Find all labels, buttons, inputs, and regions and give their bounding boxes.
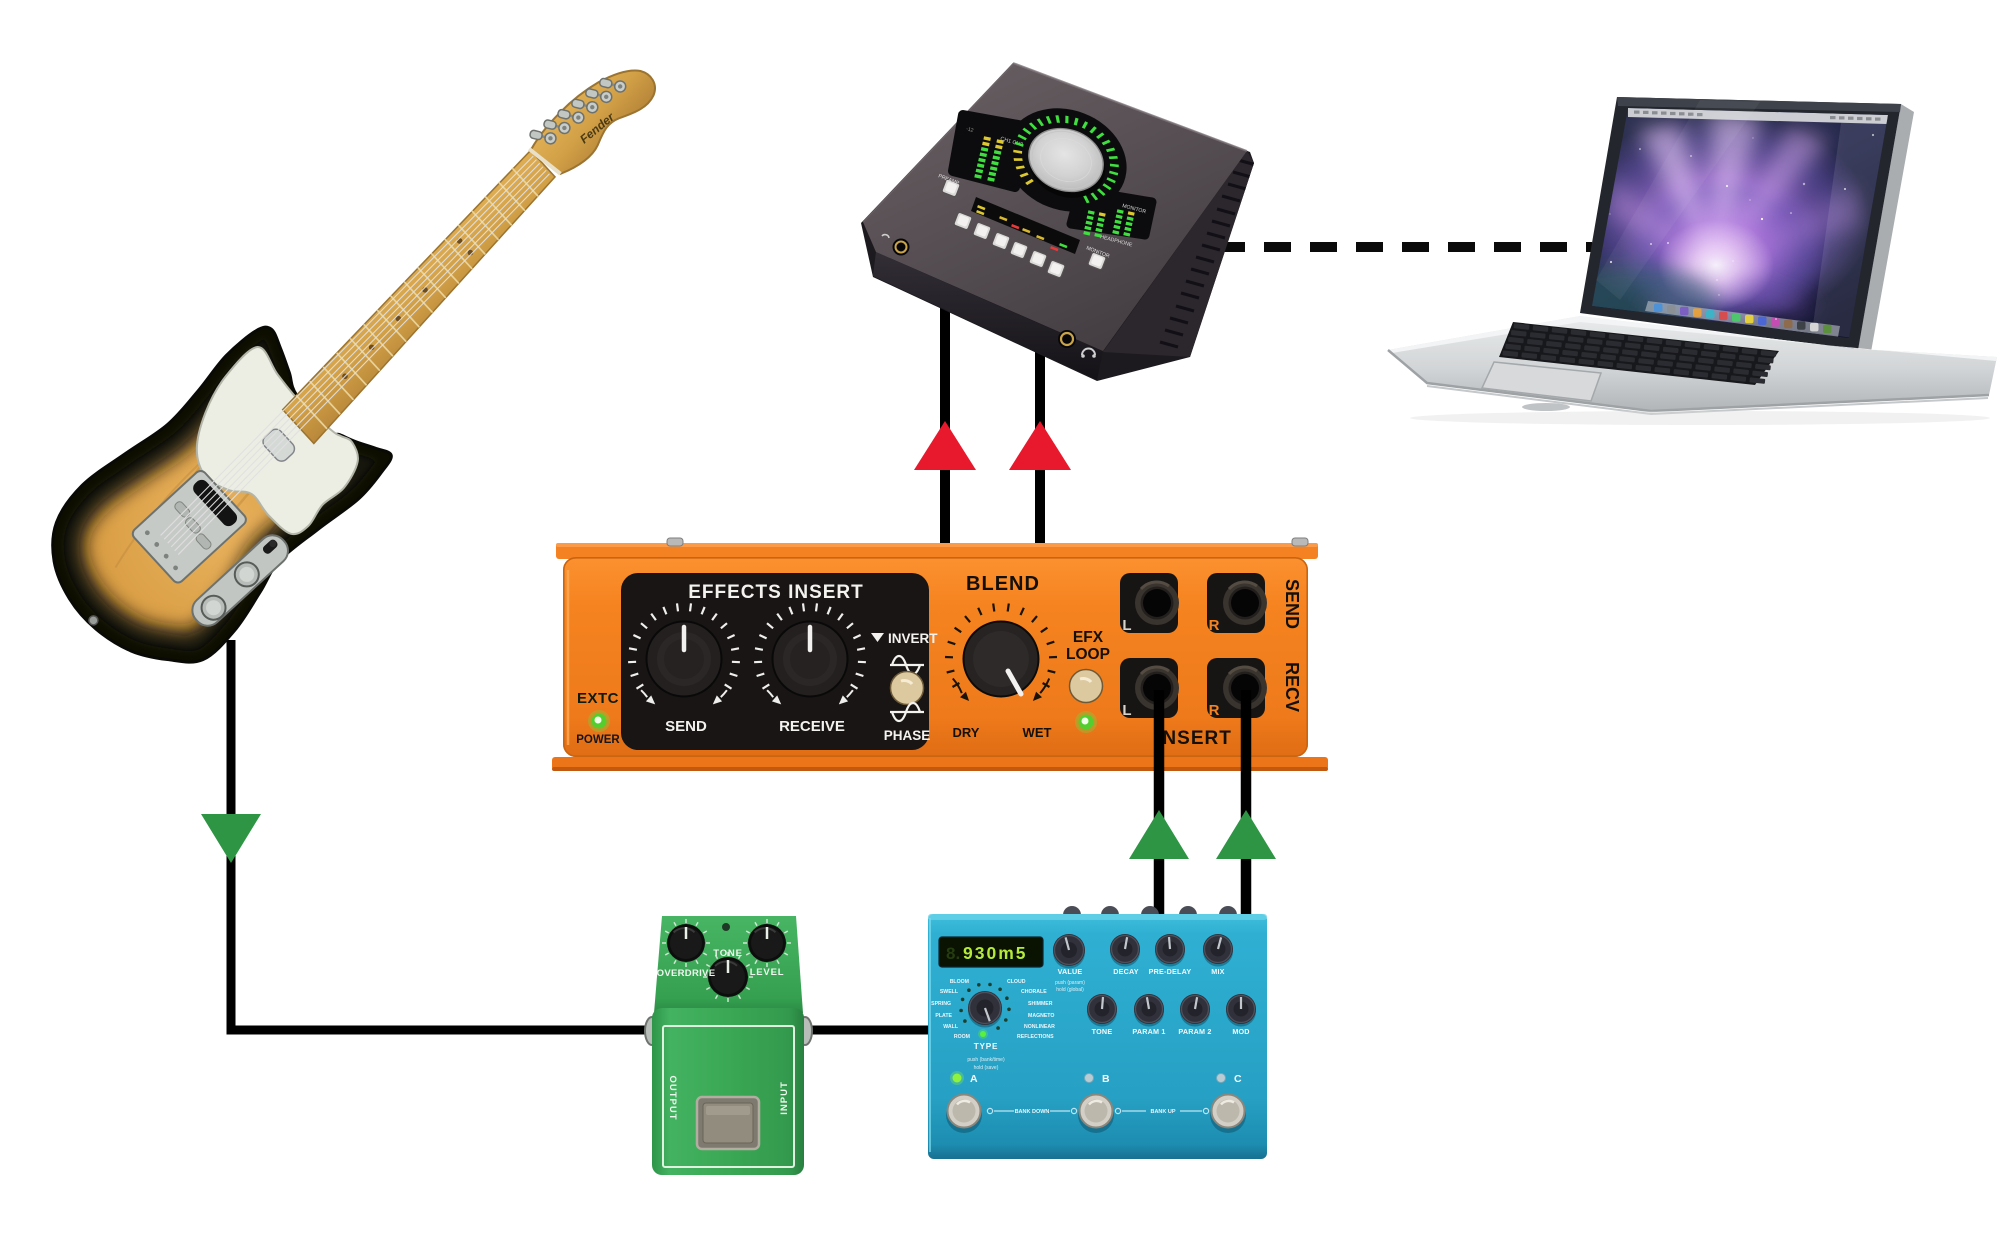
svg-text:VALUE: VALUE [1058,967,1083,976]
svg-text:DRY: DRY [953,725,980,740]
svg-text:PARAM 2: PARAM 2 [1178,1027,1211,1036]
svg-text:L: L [1122,702,1131,719]
svg-text:TONE: TONE [1092,1027,1113,1036]
svg-text:MOD: MOD [1232,1027,1249,1036]
svg-text:NONLINEAR: NONLINEAR [1024,1024,1055,1030]
svg-text:INVERT: INVERT [888,631,938,646]
svg-text:SEND: SEND [1282,579,1302,629]
svg-text:CHORALE: CHORALE [1021,989,1047,995]
svg-text:C: C [1234,1073,1242,1085]
svg-text:PHASE: PHASE [884,728,931,743]
svg-text:push (param): push (param) [1055,980,1085,986]
svg-text:PRE-DELAY: PRE-DELAY [1149,967,1192,976]
svg-text:BLEND: BLEND [966,573,1040,595]
svg-text:SHIMMER: SHIMMER [1028,1001,1053,1007]
svg-text:BLOOM: BLOOM [950,979,969,985]
svg-text:hold (save): hold (save) [974,1065,999,1071]
svg-text:RECEIVE: RECEIVE [779,718,845,735]
svg-text:L: L [1122,617,1131,634]
svg-text:EXTC: EXTC [577,690,619,707]
svg-text:TYPE: TYPE [974,1042,999,1051]
svg-text:REFLECTIONS: REFLECTIONS [1017,1034,1054,1040]
svg-text:SPRING: SPRING [931,1001,951,1007]
svg-text:INSERT: INSERT [1156,728,1232,749]
svg-text:DECAY: DECAY [1113,967,1139,976]
svg-text:SWELL: SWELL [940,989,959,995]
svg-text:LEVEL: LEVEL [750,967,785,978]
svg-text:BANK DOWN: BANK DOWN [1015,1109,1050,1115]
svg-text:OUTPUT: OUTPUT [667,1075,678,1120]
svg-text:CLOUD: CLOUD [1007,979,1026,985]
svg-text:-12: -12 [965,126,974,134]
svg-text:PLATE: PLATE [935,1013,952,1019]
svg-text:hold (global): hold (global) [1056,987,1084,993]
svg-text:MAGNETO: MAGNETO [1028,1013,1054,1019]
svg-text:R: R [1209,617,1220,634]
svg-text:A: A [970,1073,978,1085]
svg-text:B: B [1102,1073,1110,1085]
svg-text:EFFECTS INSERT: EFFECTS INSERT [688,582,864,603]
svg-text:LOOP: LOOP [1066,646,1110,663]
svg-text:ROOM: ROOM [954,1034,970,1040]
svg-text:WET: WET [1023,725,1052,740]
svg-text:push (bank/time): push (bank/time) [967,1057,1005,1063]
svg-text:WALL: WALL [943,1024,959,1030]
svg-text:RECV: RECV [1282,662,1302,712]
svg-text:SEND: SEND [665,718,707,735]
svg-text:INPUT: INPUT [779,1081,790,1115]
svg-text:TONE: TONE [713,948,742,959]
svg-text:MIX: MIX [1211,967,1224,976]
svg-text:R: R [1209,702,1220,719]
svg-text:BANK UP: BANK UP [1150,1109,1175,1115]
svg-text:PARAM 1: PARAM 1 [1132,1027,1165,1036]
svg-text:POWER: POWER [576,734,620,746]
svg-text:8.: 8. [946,944,960,963]
svg-text:OVERDRIVE: OVERDRIVE [657,968,716,979]
svg-text:930m5: 930m5 [963,943,1028,963]
svg-text:EFX: EFX [1073,629,1104,646]
